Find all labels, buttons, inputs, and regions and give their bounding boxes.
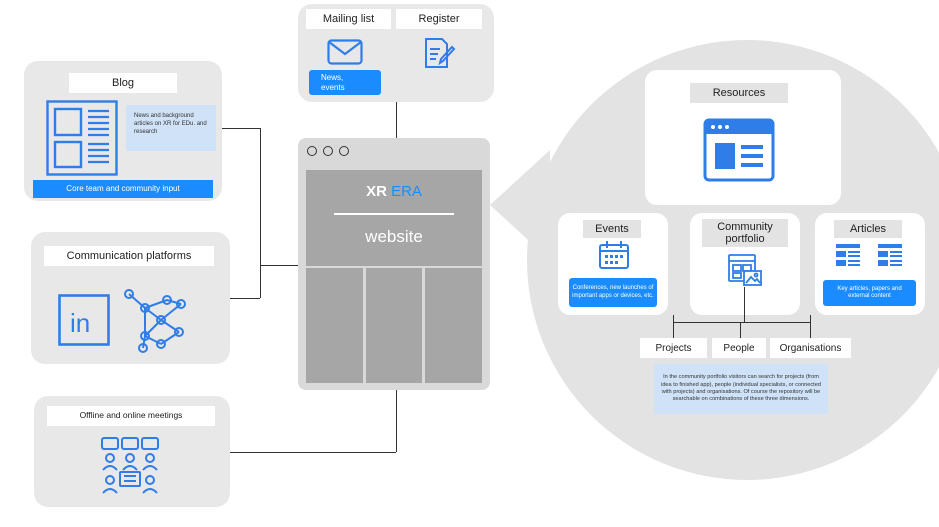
mailing-list-label: Mailing list: [306, 9, 391, 29]
blog-footer-tag: Core team and community input: [33, 180, 213, 198]
website-column-3: [425, 268, 482, 383]
portfolio-gallery-icon: [728, 254, 762, 286]
dimension-organisations: Organisations: [770, 338, 851, 358]
tree-left: [673, 315, 674, 338]
articles-icon: [836, 244, 902, 266]
website-column-1: [306, 268, 363, 383]
connector-mailing: [396, 102, 397, 138]
website-brand: XR ERA: [306, 183, 482, 200]
tree-bar: [673, 322, 810, 323]
browser-page-icon: [703, 118, 775, 182]
resources-title: Resources: [690, 83, 788, 103]
connector-meetings-h: [228, 452, 396, 453]
network-graph-icon: [124, 289, 186, 353]
communication-card: Communication platforms in: [31, 232, 230, 364]
communication-title: Communication platforms: [44, 246, 214, 266]
connector-meetings-v: [396, 390, 397, 452]
linkedin-icon: in: [58, 294, 110, 346]
dimensions-note: In the community portfolio visitors can …: [654, 364, 828, 414]
register-form-icon: [425, 38, 456, 68]
events-title: Events: [583, 220, 641, 238]
dimension-people: People: [712, 338, 766, 358]
mailing-register-card: Mailing list Register News, events: [298, 4, 494, 102]
articles-tag: Key articles, papers and external conten…: [823, 280, 916, 306]
blog-description: News and background articles on XR for E…: [126, 105, 216, 151]
brand-xr: XR: [366, 183, 387, 200]
connector-blog: [218, 128, 260, 129]
events-tag: Conferences, new launches of important a…: [569, 278, 657, 307]
meetings-card: Offline and online meetings: [34, 396, 230, 507]
meeting-people-icon: [101, 437, 159, 494]
connector-trunk: [260, 128, 261, 298]
news-events-tag: News, events: [309, 70, 381, 95]
website-caption: website: [365, 227, 423, 246]
tree-mid: [740, 322, 741, 338]
svg-text:in: in: [70, 308, 90, 338]
website-column-2: [366, 268, 422, 383]
calendar-icon: [599, 241, 629, 269]
window-dot-1: [307, 146, 317, 156]
meetings-title: Offline and online meetings: [47, 406, 215, 426]
newspaper-icon: [46, 100, 118, 176]
dimension-projects: Projects: [640, 338, 707, 358]
window-dot-3: [339, 146, 349, 156]
tree-trunk: [744, 287, 745, 322]
window-dot-2: [323, 146, 333, 156]
blog-card: Blog News and background articles on XR …: [24, 61, 222, 201]
community-title: Community portfolio: [702, 219, 788, 247]
connector-comm: [228, 298, 260, 299]
register-label: Register: [396, 9, 482, 29]
brand-underline: [334, 213, 454, 215]
tree-right: [810, 315, 811, 338]
envelope-icon: [327, 39, 363, 65]
connector-website: [260, 265, 298, 266]
website-window: XR ERA website: [298, 138, 490, 390]
articles-title: Articles: [834, 220, 902, 238]
website-hero: XR ERA website: [306, 170, 482, 266]
blog-title: Blog: [69, 73, 177, 93]
brand-era: ERA: [391, 183, 422, 200]
